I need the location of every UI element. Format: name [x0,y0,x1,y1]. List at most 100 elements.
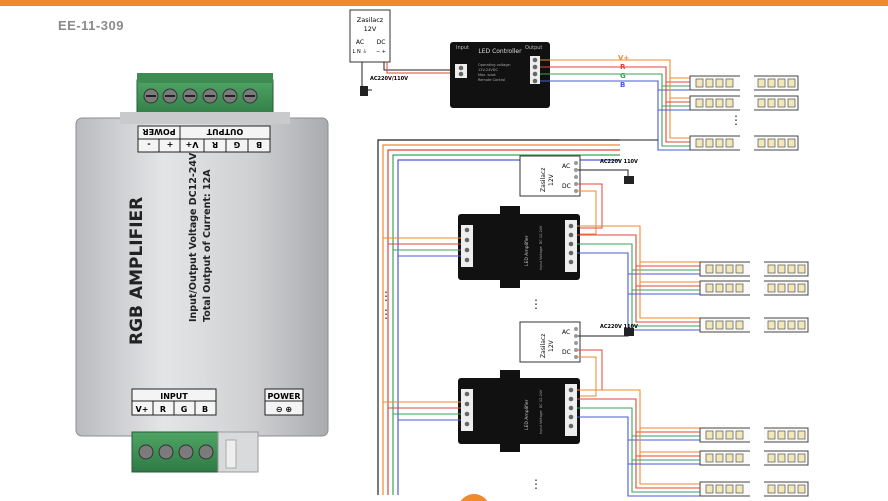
psu-voltage: 12V [548,173,555,186]
led-chip [705,138,714,148]
led-chip [757,78,766,88]
led-chip [787,484,796,494]
psu-label: Zasilacz [357,16,384,24]
psu-ac-label: AC [356,39,364,46]
power-pin: - [147,140,150,149]
brand-circle [460,494,488,501]
led-strip [699,280,809,296]
led-chip [735,484,744,494]
led-chip [787,430,796,440]
bus-taps-amp2 [383,401,461,421]
led-chip [725,484,734,494]
psu-top: Zasilacz 12V AC DC L N ⏚ − + AC220V/110V [349,9,455,96]
led-chip [725,78,734,88]
ellipsis: ⋮ [530,477,542,491]
led-chip [787,98,796,108]
led-chip [767,264,776,274]
psu-ac-label: AC [562,329,570,336]
power-label-box: POWER ⊖ ⊕ [264,388,304,416]
led-chip [757,138,766,148]
product-code: EE-11-309 [58,18,124,33]
controller-output-wires [540,59,690,151]
led-chip [777,430,786,440]
input-pin: G [181,405,188,414]
led-chip [735,430,744,440]
input-pin: R [160,405,166,414]
ellipsis: ⋮ [380,307,392,321]
led-chip [705,320,714,330]
spec-current: Total Output of Current: 12A [202,169,213,322]
led-strips-middle [699,261,809,333]
led-chip [705,98,714,108]
psu-dc-label: DC [562,183,571,190]
led-strip [699,317,809,333]
led-chip [777,283,786,293]
power-header: POWER [142,127,175,136]
channel-vplus: V+ [618,54,629,62]
ellipsis: ⋮ [730,113,742,127]
psu-dc-label: DC [562,349,571,356]
led-chip [787,138,796,148]
led-chip [767,484,776,494]
led-strips-top [689,75,799,151]
psu-voltage: 12V [364,25,377,33]
controller-input: Input [456,45,469,51]
input-label-box: INPUT V+ R G B [131,388,217,416]
led-chip [705,484,714,494]
led-controller: LED Controller Input Output Operating vo… [450,42,550,108]
controller-title: LED Controller [478,48,522,55]
led-chip [735,320,744,330]
led-chip [767,283,776,293]
led-chip [777,453,786,463]
led-chip [777,264,786,274]
led-chip [725,430,734,440]
psu-second: Zasilacz 12V AC DC AC220V 110V [519,155,638,235]
led-chip [735,453,744,463]
psu-dc-label: DC [377,39,386,46]
led-chip [715,453,724,463]
led-chip [777,98,786,108]
led-chip [787,78,796,88]
amplifier-title: RGB AMPLIFIER [127,197,147,345]
channel-g: G [620,72,626,80]
led-chip [787,283,796,293]
led-chip [797,484,806,494]
led-chip [725,138,734,148]
led-chip [705,264,714,274]
led-chip [777,484,786,494]
mains-label: AC220V 110V [600,159,638,165]
amplifier-label: LED Amplifier [524,399,530,430]
led-chip [767,430,776,440]
accent-bar [0,0,888,6]
wiring-diagram: Zasilacz 12V AC DC L N ⏚ − + AC220V/110V… [349,9,809,501]
led-strip [699,427,809,443]
led-chip [797,264,806,274]
output-pin: R [212,140,218,149]
amplifier-label: LED Amplifier [524,235,530,266]
led-chip [715,138,724,148]
led-chip [715,283,724,293]
led-chip [695,138,704,148]
led-chip [787,264,796,274]
led-strip [699,450,809,466]
spec-voltage: Input/Output Voltage DC12-24V [188,152,199,322]
led-chip [777,138,786,148]
output-pin: V+ [186,140,199,149]
controller-spec: Remote Control [478,78,505,82]
main-bus [377,139,620,495]
psu-label: Zasilacz [540,168,547,192]
ellipsis: ⋮ [530,297,542,311]
amplifier-spec: Input Voltage: DC 12-24V [539,225,543,270]
channel-b: B [620,81,625,89]
led-chip [797,283,806,293]
led-chip [725,98,734,108]
amplifier-spec: Input Voltage: DC 12-24V [539,389,543,434]
power-pin: + [167,140,174,149]
led-chip [787,320,796,330]
output-pin: G [234,140,241,149]
power-bottom-pins: ⊖ ⊕ [276,405,292,414]
controller-spec: Operating voltage: [478,63,511,67]
led-chip [705,430,714,440]
output-pin: B [256,140,262,149]
